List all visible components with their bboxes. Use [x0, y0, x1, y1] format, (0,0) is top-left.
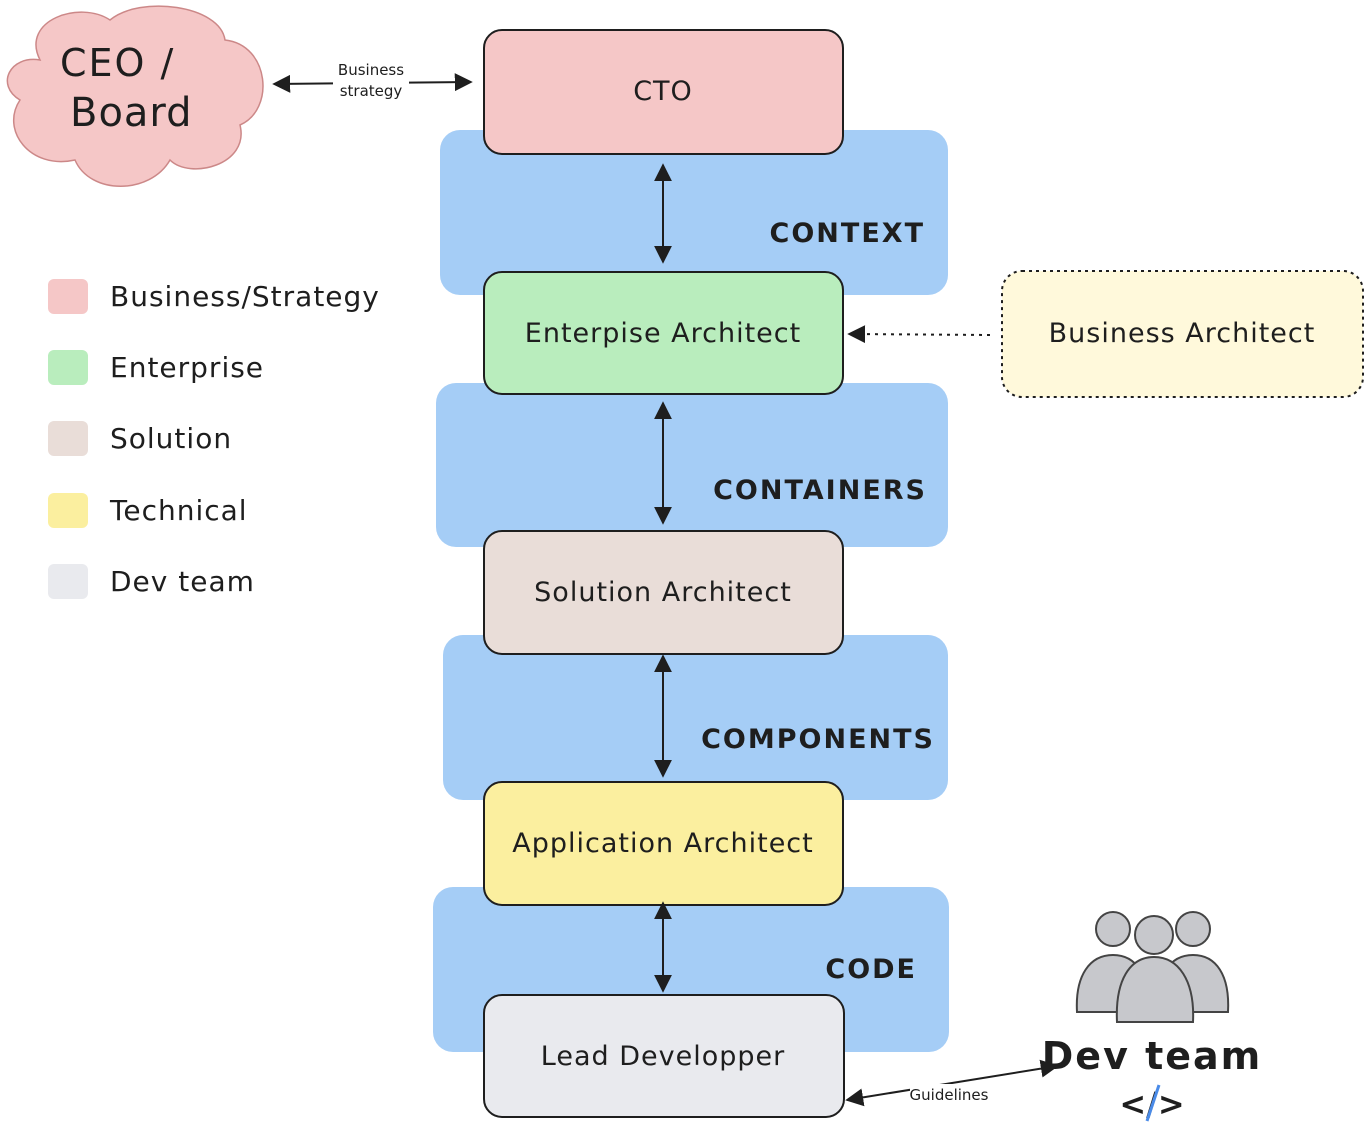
lead-developer-node: Lead Developper: [483, 994, 845, 1118]
legend-label-technical: Technical: [109, 494, 248, 527]
legend-label-business: Business/Strategy: [110, 280, 380, 313]
cto-label: CTO: [633, 76, 693, 107]
business-architect-arrow: [847, 325, 991, 344]
legend-swatch-enterprise: [48, 350, 88, 385]
legend-label-solution: Solution: [110, 422, 232, 455]
legend: Business/Strategy Enterprise Solution Te…: [48, 279, 380, 599]
business-architect-label: Business Architect: [1049, 318, 1316, 349]
dev-team-label: Dev team: [1042, 1034, 1263, 1078]
guidelines-label: Guidelines: [910, 1086, 989, 1104]
cto-node: CTO: [483, 29, 844, 155]
business-architect-node: Business Architect: [1001, 270, 1364, 398]
ceo-board-cloud: CEO / Board: [6, 5, 264, 187]
enterprise-architect-node: Enterpise Architect: [483, 271, 844, 395]
legend-swatch-solution: [48, 421, 88, 456]
application-architect-node: Application Architect: [483, 781, 844, 906]
legend-swatch-technical: [48, 493, 88, 528]
legend-swatch-business: [48, 279, 88, 314]
ceo-label-line1: CEO /: [60, 41, 175, 85]
guidelines-arrow: [845, 1059, 1059, 1107]
legend-swatch-dev-team: [48, 564, 88, 599]
layer-label-code: CODE: [825, 954, 917, 985]
solution-architect-label: Solution Architect: [534, 577, 792, 608]
layer-label-components: COMPONENTS: [701, 724, 935, 755]
layer-label-context: CONTEXT: [770, 218, 925, 249]
business-strategy-label-line2: strategy: [340, 82, 403, 100]
enterprise-architect-label: Enterpise Architect: [525, 318, 801, 349]
lead-developer-label: Lead Developper: [541, 1041, 785, 1072]
dev-team-people-icon: [1075, 911, 1230, 1023]
business-strategy-label-line1: Business: [338, 61, 404, 79]
legend-label-dev-team: Dev team: [110, 565, 255, 598]
layer-band-containers: [436, 383, 948, 547]
layer-label-containers: CONTAINERS: [713, 475, 927, 506]
layer-band-components: [443, 635, 948, 800]
legend-label-enterprise: Enterprise: [110, 351, 264, 384]
layer-band-context: [440, 130, 948, 295]
solution-architect-node: Solution Architect: [483, 530, 844, 655]
application-architect-label: Application Architect: [512, 828, 814, 859]
ceo-label-line2: Board: [70, 90, 193, 136]
